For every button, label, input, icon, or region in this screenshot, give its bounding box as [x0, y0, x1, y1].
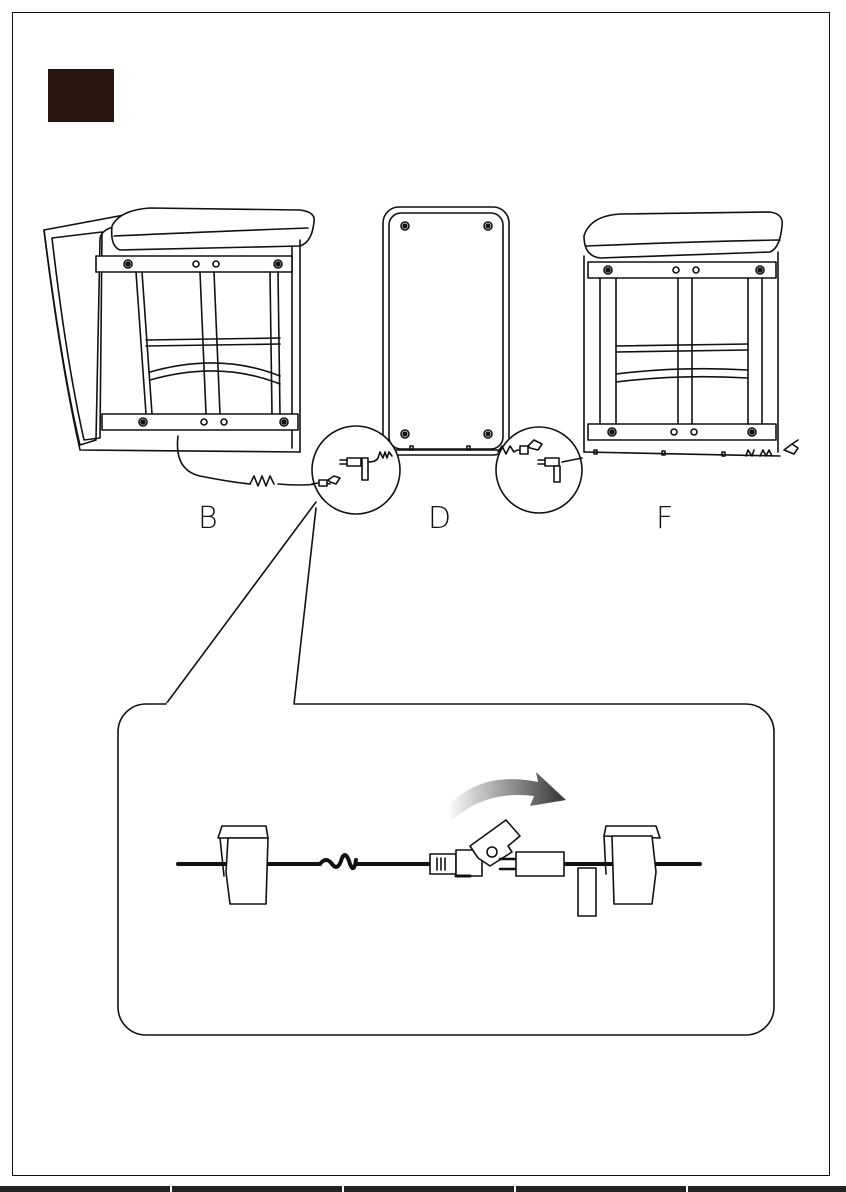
- detail-circle-d-f: [496, 427, 582, 513]
- module-label-f: F: [656, 504, 673, 534]
- page-bottom-strip: [0, 1186, 846, 1192]
- module-label-d: D: [428, 504, 451, 534]
- zoom-detail-box: [118, 704, 774, 1035]
- module-label-b: B: [198, 504, 218, 534]
- module-f-illustration: [584, 212, 798, 456]
- callout-lines: [166, 502, 316, 704]
- detail-circle-b-d: [312, 426, 400, 514]
- module-b-illustration: [44, 208, 318, 486]
- module-d-illustration: [383, 207, 509, 455]
